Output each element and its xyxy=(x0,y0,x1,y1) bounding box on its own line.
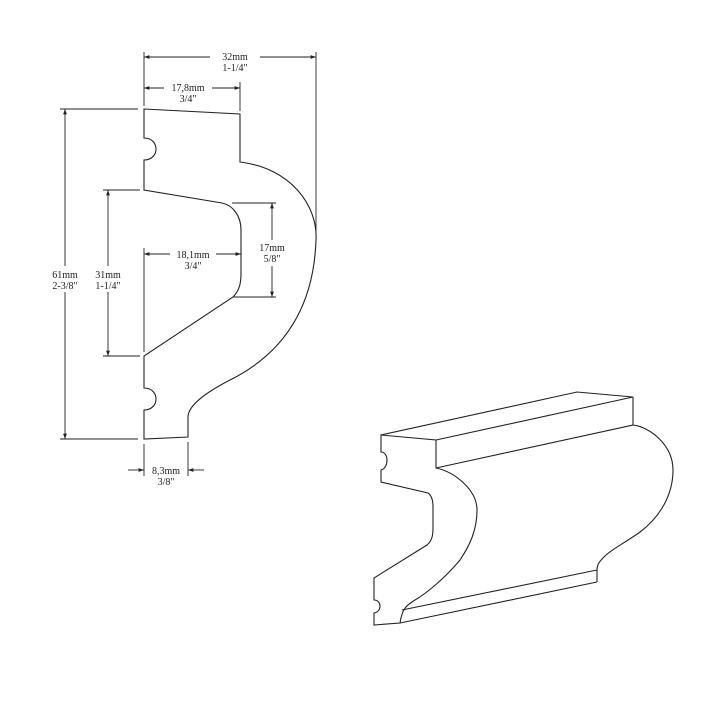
overall-height-inch: 2-3/8" xyxy=(52,281,77,292)
isometric-view xyxy=(373,391,674,626)
iso-top-back-edge xyxy=(435,397,634,469)
iso-top-face xyxy=(380,391,634,441)
profile-outline xyxy=(143,108,317,440)
top-width-mm: 17,8mm xyxy=(171,83,204,94)
dimension-labels: 32mm 1-1/4" 17,8mm 3/4" 61mm 2-3/8" 31mm… xyxy=(52,52,285,488)
recess-depth-mm: 18,1mm xyxy=(176,250,209,261)
overall-height-mm: 61mm xyxy=(52,270,78,281)
recess-height-inch: 1-1/4" xyxy=(95,281,120,292)
overall-width-mm: 32mm xyxy=(222,52,248,63)
iso-front-face xyxy=(373,434,478,626)
recess-flat-inch: 5/8" xyxy=(264,254,281,265)
iso-bottom-edges xyxy=(399,569,598,624)
bottom-width-mm: 8,3mm xyxy=(152,466,180,477)
overall-width-inch: 1-1/4" xyxy=(222,63,247,74)
bottom-width-inch: 3/8" xyxy=(158,477,175,488)
recess-flat-mm: 17mm xyxy=(259,243,285,254)
iso-curved-face-edge xyxy=(596,424,674,582)
recess-depth-inch: 3/4" xyxy=(185,261,202,272)
recess-height-mm: 31mm xyxy=(95,270,121,281)
top-width-inch: 3/4" xyxy=(180,94,197,105)
